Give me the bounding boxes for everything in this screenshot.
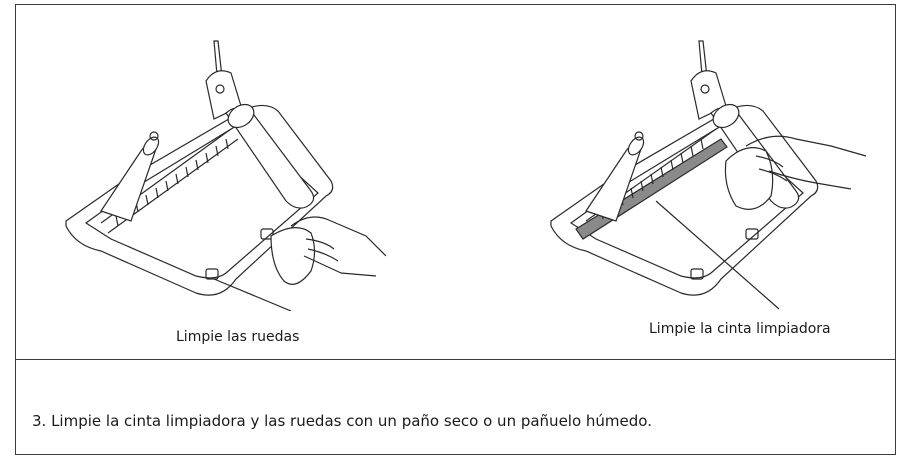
vacuum-underside-wheels-illustration [65, 40, 387, 311]
figure-strip: Limpie la cinta limpiadora [531, 11, 891, 351]
section-divider [16, 359, 895, 360]
figure-wheels: Limpie las ruedas [56, 11, 416, 351]
instruction-frame: Limpie las ruedas [15, 4, 896, 455]
step-instruction: 3. Limpie la cinta limpiadora y las rued… [32, 412, 652, 430]
vacuum-underside-strip-illustration [550, 40, 867, 310]
figure-caption-strip: Limpie la cinta limpiadora [649, 321, 831, 337]
figure-caption-wheels: Limpie las ruedas [176, 329, 300, 345]
